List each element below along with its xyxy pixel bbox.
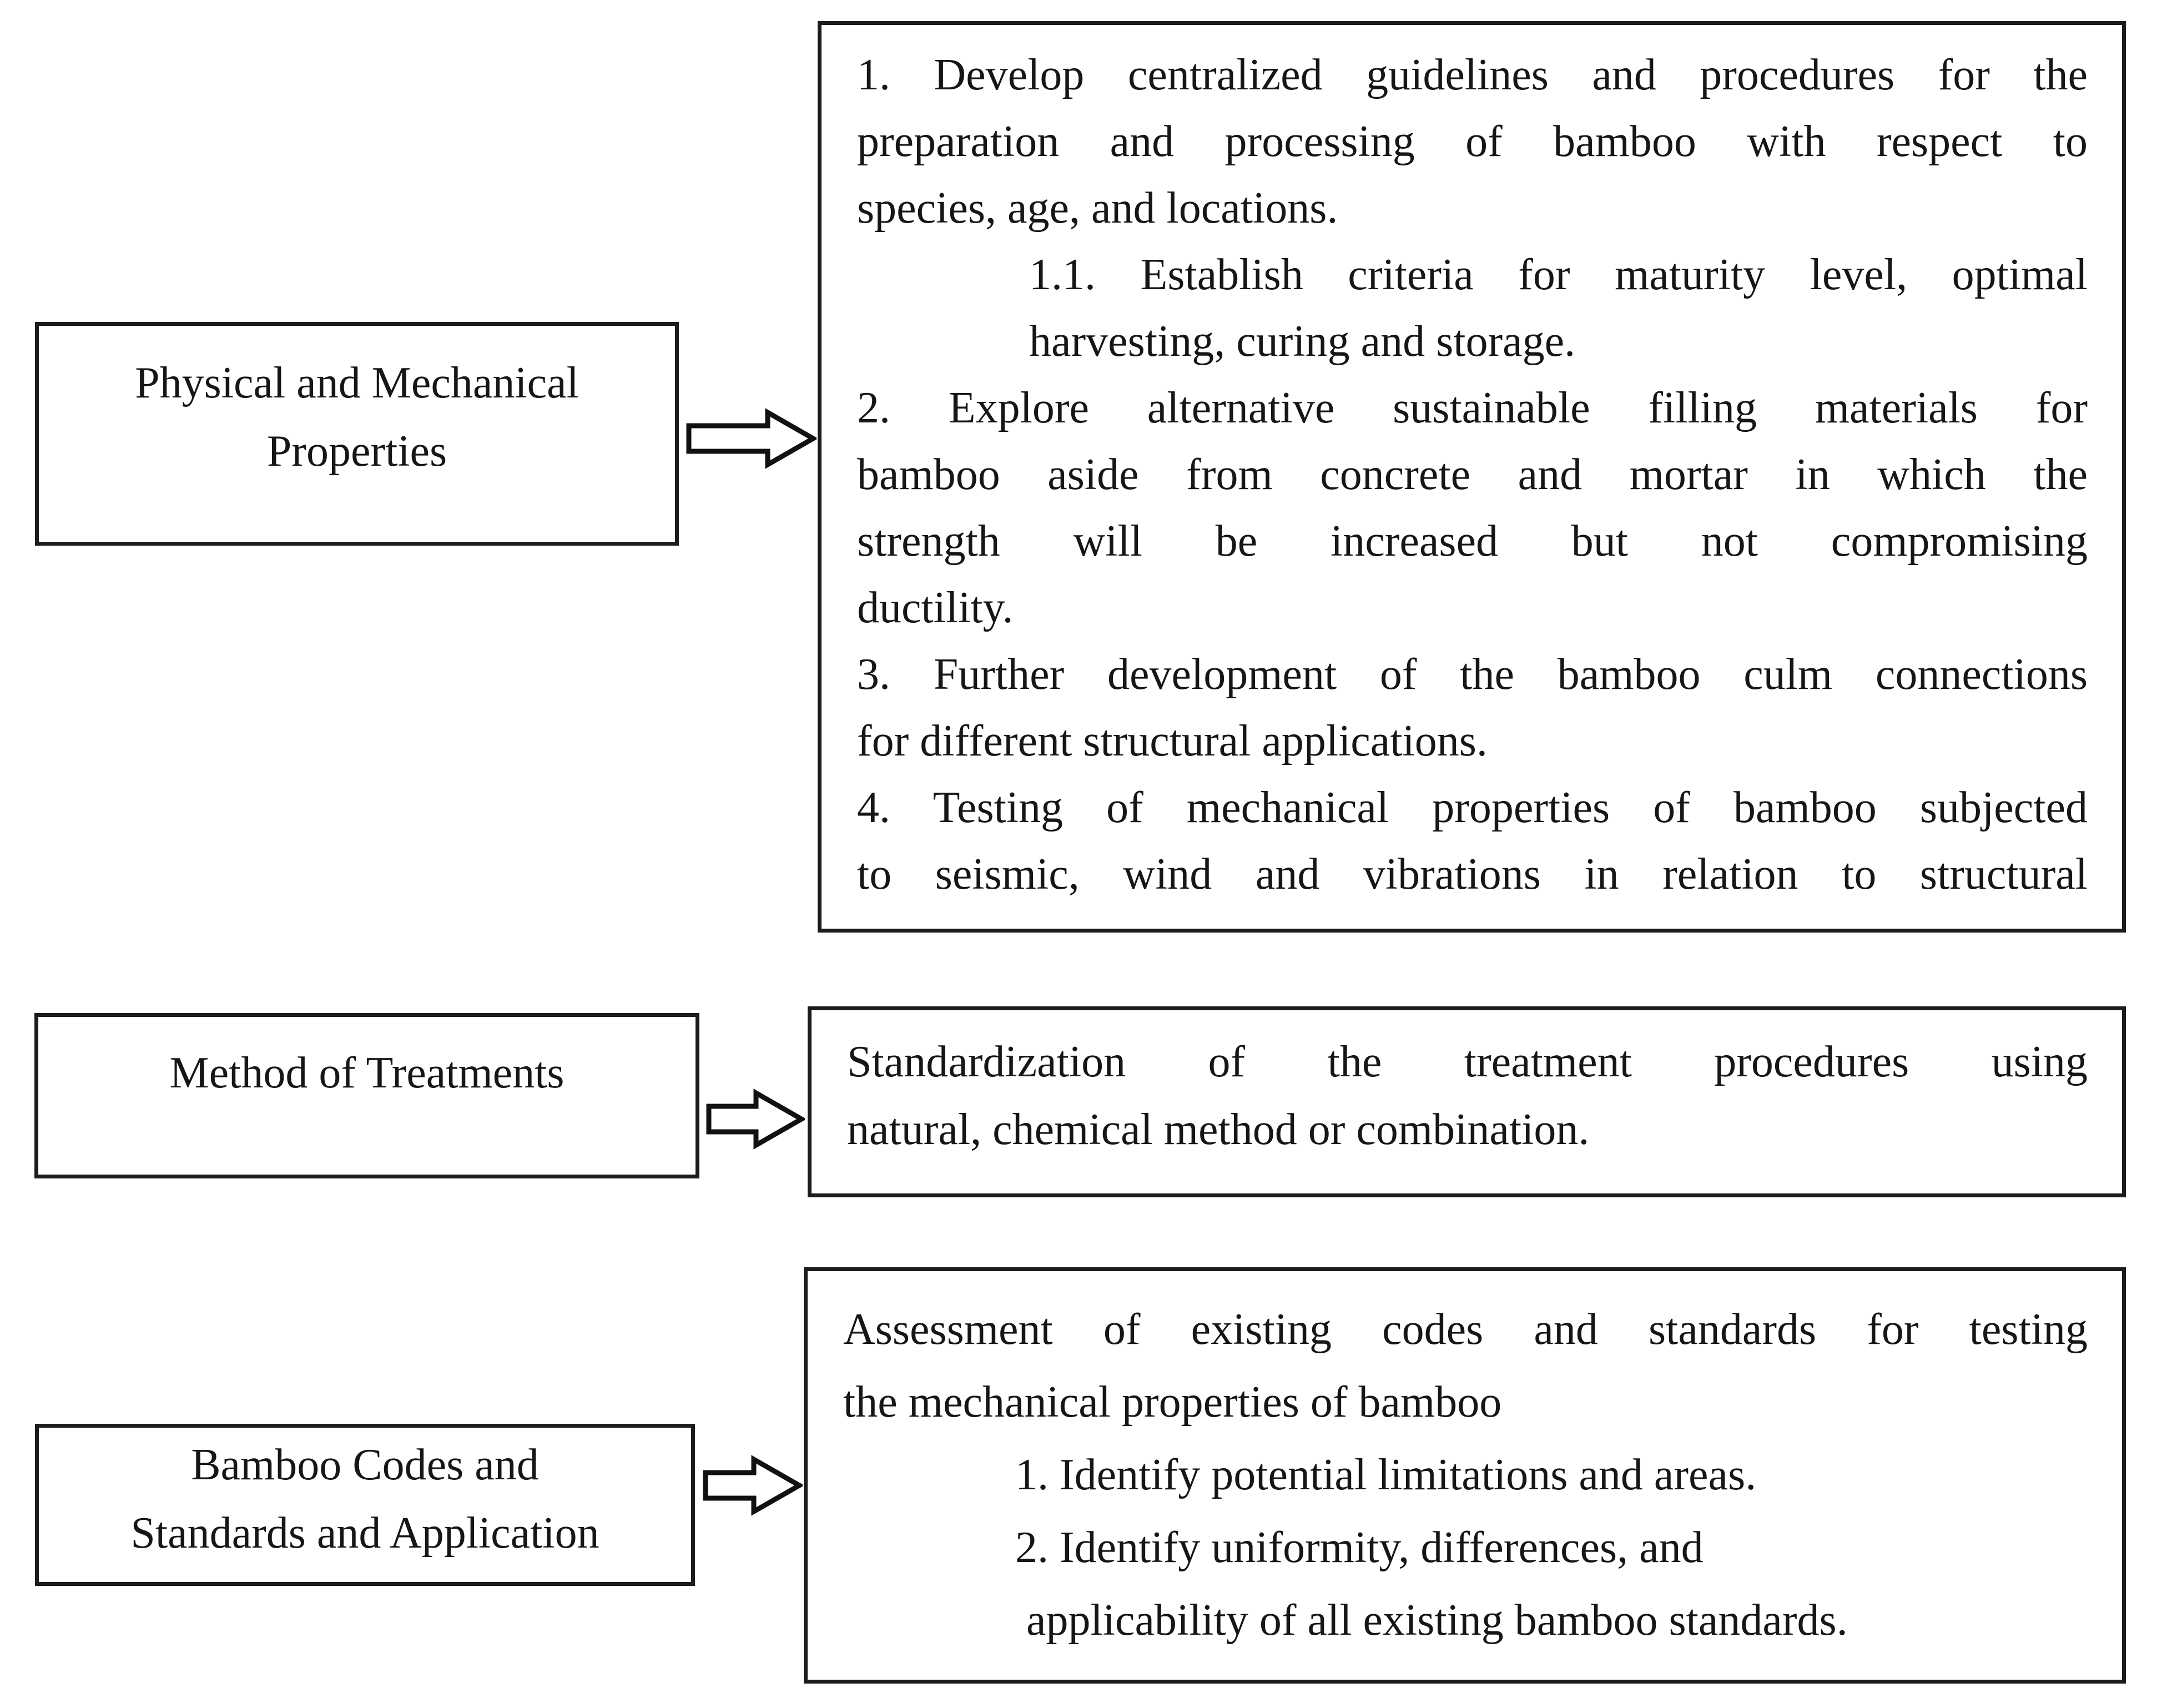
text-line: 1. Identify potential limitations and ar… [1015, 1450, 1757, 1499]
topic-box-method-of-treatments: Method of Treatments [34, 1013, 699, 1178]
text-line: species, age, and locations. [857, 184, 1338, 233]
text-line: for different structural applications. [857, 717, 1488, 765]
text-line: ductility. [857, 583, 1014, 632]
right-arrow-icon [703, 1455, 803, 1516]
topic-box-physical-mechanical-properties: Physical and Mechanical Properties [35, 322, 679, 546]
text-line: the mechanical properties of bamboo [843, 1378, 1502, 1427]
text-line: Assessment of existing codes and standar… [843, 1305, 2088, 1354]
topic-box-bamboo-codes-standards-application: Bamboo Codes and Standards and Applicati… [35, 1424, 695, 1586]
detail-box-bamboo-codes-standards-application: Assessment of existing codes and standar… [804, 1267, 2126, 1684]
text-line: to seismic, wind and vibrations in relat… [857, 850, 2088, 899]
topic-label-line: Properties [266, 426, 447, 476]
text-line: 1. Develop centralized guidelines and pr… [857, 51, 2088, 99]
text-line: preparation and processing of bamboo wit… [857, 117, 2088, 166]
text-line: 2. Explore alternative sustainable filli… [857, 384, 2088, 432]
text-line: Standardization of the treatment procedu… [847, 1037, 2088, 1086]
topic-label-line: Physical and Mechanical [135, 358, 579, 407]
text-line: harvesting, curing and storage. [1029, 317, 1576, 366]
text-line: 4. Testing of mechanical properties of b… [857, 783, 2088, 832]
text-line: 1.1. Establish criteria for maturity lev… [1029, 250, 2088, 299]
text-line: 2. Identify uniformity, differences, and [1015, 1523, 1704, 1572]
text-line: 3. Further development of the bamboo cul… [857, 650, 2088, 699]
text-line: bamboo aside from concrete and mortar in… [857, 450, 2088, 499]
detail-box-physical-mechanical-properties: 1. Develop centralized guidelines and pr… [818, 21, 2126, 933]
topic-label-line: Standards and Application [130, 1509, 599, 1558]
right-arrow-icon [686, 408, 817, 469]
detail-box-method-of-treatments: Standardization of the treatment procedu… [808, 1006, 2126, 1197]
text-line: natural, chemical method or combination. [847, 1105, 1590, 1154]
right-arrow-icon [706, 1089, 805, 1150]
topic-label-line: Method of Treatments [169, 1049, 565, 1097]
text-line: strength will be increased but not compr… [857, 517, 2088, 566]
topic-label-line: Bamboo Codes and [191, 1440, 539, 1489]
text-line: applicability of all existing bamboo sta… [1026, 1596, 1848, 1645]
